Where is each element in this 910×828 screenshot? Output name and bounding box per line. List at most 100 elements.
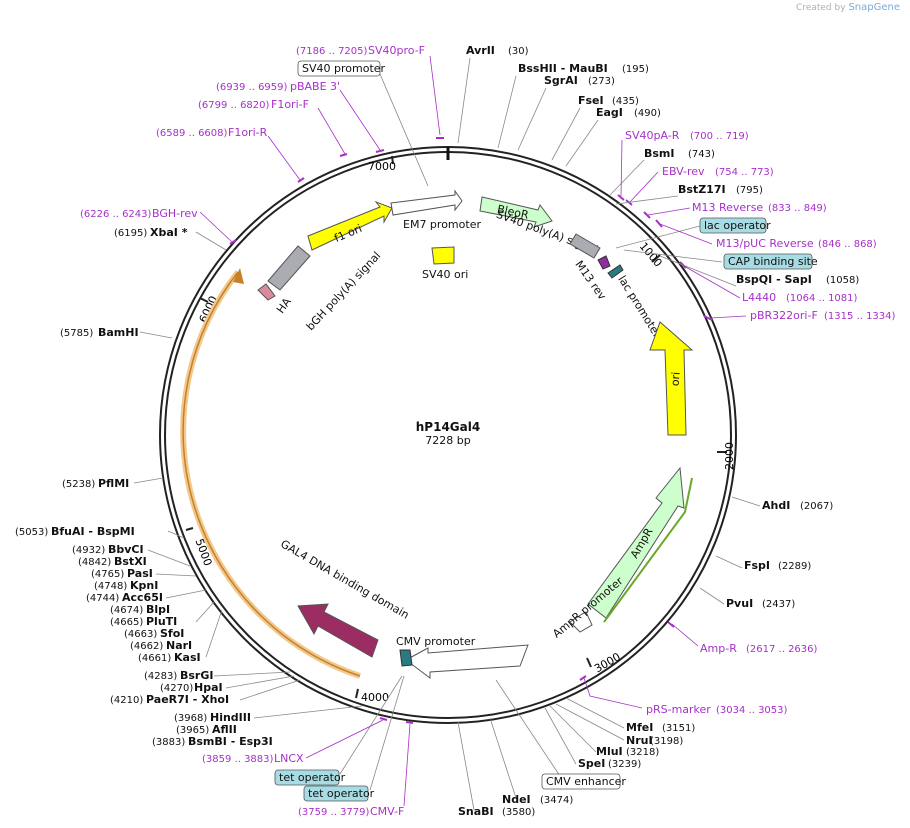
enzyme-bsmbi-esp3i-pos: (3883) <box>152 737 185 748</box>
enzyme-nrui: NruI <box>626 734 653 747</box>
label-ori: ori <box>668 371 682 386</box>
leader-bsmi <box>609 159 645 196</box>
enzyme-fspi-pos: (2289) <box>778 561 811 572</box>
box-cmv-enhancer <box>541 773 621 790</box>
enzyme-fsei: FseI <box>578 94 604 107</box>
primer-labels: SV40pro-F (7186 .. 7205) pBABE 3' (6939 … <box>80 44 896 818</box>
primer-m13puc-reverse: M13/pUC Reverse <box>716 237 814 250</box>
enzyme-bfuai-bspmi-pos: (5053) <box>15 527 48 538</box>
primer-m13-reverse-pos: (833 .. 849) <box>768 203 827 214</box>
snapgene-logo: SnapGene <box>848 2 900 13</box>
pleader-f1ori-r <box>267 135 301 181</box>
enzyme-avrii-pos: (30) <box>508 46 529 57</box>
enzyme-bbvci-pos: (4932) <box>72 545 105 556</box>
enzyme-paer7i-xhoi-pos: (4210) <box>110 695 143 706</box>
enzyme-pluti: PluTI <box>146 615 177 628</box>
primer-pbr322ori-f-pos: (1315 .. 1334) <box>824 311 896 322</box>
primer-ebv-rev-pos: (754 .. 773) <box>715 167 774 178</box>
mark-m13-reverse <box>643 211 651 219</box>
pleader-amp-r <box>671 623 699 647</box>
primer-lncx-pos: (3859 .. 3883) <box>202 754 274 765</box>
leader-cmv-enhancer <box>495 679 561 777</box>
enzyme-bfuai-bspmi: BfuAI - BspMI <box>51 525 135 538</box>
leader-sv40-promoter <box>379 73 429 187</box>
enzyme-spei: SpeI <box>578 757 605 770</box>
feature-bgh-polya <box>267 245 311 291</box>
leader-sgrai <box>517 87 547 151</box>
feature-em7-promoter <box>390 189 463 216</box>
enzyme-pvui: PvuI <box>726 597 753 610</box>
label-bgh-polya: bGH poly(A) signal <box>304 249 384 333</box>
mark-pbabe3 <box>375 149 385 153</box>
tick-5000 <box>185 527 194 531</box>
leader-kasi <box>205 609 223 658</box>
box-cap-binding-site <box>723 253 813 270</box>
pleader-pbr322 <box>709 315 747 319</box>
enzyme-bstxi-pos: (4842) <box>78 557 111 568</box>
primer-l4440: L4440 <box>742 291 776 304</box>
enzyme-paer7i-xhoi: PaeR7I - XhoI <box>146 693 229 706</box>
boxed-tet-operator-1: tet operator <box>279 771 346 784</box>
enzyme-bsmbi-esp3i: BsmBI - Esp3I <box>188 735 273 748</box>
feature-sv40-ori <box>431 246 455 265</box>
primer-bgh-rev-pos: (6226 .. 6243) <box>80 209 152 220</box>
mark-lncx <box>379 717 388 721</box>
enzyme-bsrgi: BsrGI <box>180 669 213 682</box>
primer-cmv-f-pos: (3759 .. 3779) <box>298 807 370 818</box>
enzyme-ahdi-pos: (2067) <box>800 501 833 512</box>
enzyme-bstxi: BstXI <box>114 555 147 568</box>
enzyme-bspqi-sapi: BspQI - SapI <box>736 273 812 286</box>
ampr-orf-line <box>603 477 693 623</box>
leader-pasi <box>155 573 197 577</box>
leader-bbvci <box>147 549 191 567</box>
enzyme-bstz17i-pos: (795) <box>736 185 763 196</box>
enzyme-kasi: KasI <box>174 651 201 664</box>
leader-acc65i <box>165 589 207 599</box>
pleader-pbabe3 <box>339 89 381 151</box>
orf-arrowhead <box>233 268 244 284</box>
enzyme-sfoi: SfoI <box>160 627 184 640</box>
feature-m13-rev <box>597 255 611 270</box>
enzyme-bspqi-sapi-pos: (1058) <box>826 275 859 286</box>
leader-cap-site <box>623 249 723 263</box>
primer-pbr322ori-f: pBR322ori-F <box>750 309 818 322</box>
enzyme-pflmi: PflMI <box>98 477 129 490</box>
enzyme-pasi: PasI <box>127 567 153 580</box>
pleader-ebv-rev <box>629 171 659 203</box>
primer-f1ori-f-pos: (6799 .. 6820) <box>198 100 270 111</box>
boxed-sv40-promoter: SV40 promoter <box>302 62 386 75</box>
pleader-m13-reverse <box>647 207 691 216</box>
enzyme-kpni: KpnI <box>130 579 158 592</box>
primer-amp-r: Amp-R <box>700 642 737 655</box>
tick-label-7000: 7000 <box>368 160 396 173</box>
enzyme-sgrai: SgrAI <box>544 74 578 87</box>
enzyme-eagi-pos: (490) <box>634 108 661 119</box>
enzyme-bsrgi-pos: (4283) <box>144 671 177 682</box>
orf-arc <box>182 271 361 677</box>
primer-f1ori-r-pos: (6589 .. 6608) <box>156 128 228 139</box>
leader-bfuai <box>167 530 185 539</box>
enzyme-kasi-pos: (4661) <box>138 653 171 664</box>
pleader-bgh-rev <box>199 211 233 243</box>
enzyme-blpi: BlpI <box>146 603 170 616</box>
primer-m13puc-reverse-pos: (846 .. 868) <box>818 239 877 250</box>
enzyme-spei-pos: (3239) <box>608 759 641 770</box>
enzyme-ndei: NdeI <box>502 793 531 806</box>
mark-f1ori-r <box>297 177 305 183</box>
enzyme-pluti-pos: (4665) <box>110 617 143 628</box>
mark-m13puc-reverse <box>655 219 663 228</box>
enzyme-snabi-pos: (3580) <box>502 807 535 818</box>
leader-pflmi <box>133 477 164 484</box>
primer-sv40pro-f: SV40pro-F <box>368 44 425 57</box>
enzyme-hpai-pos: (4270) <box>160 683 193 694</box>
primer-f1ori-f: F1ori-F <box>271 98 309 111</box>
feature-f1-ori <box>307 200 393 251</box>
tick-4000 <box>355 688 359 699</box>
tick-label-4000: 4000 <box>361 691 389 704</box>
box-sv40-promoter <box>297 60 381 77</box>
leader-mfei <box>565 697 625 729</box>
feature-ampr <box>587 466 685 619</box>
mark-prs-marker <box>579 675 587 681</box>
feature-tet-operator-mark <box>399 649 413 667</box>
boxed-cap-binding-site: CAP binding site <box>728 255 818 268</box>
